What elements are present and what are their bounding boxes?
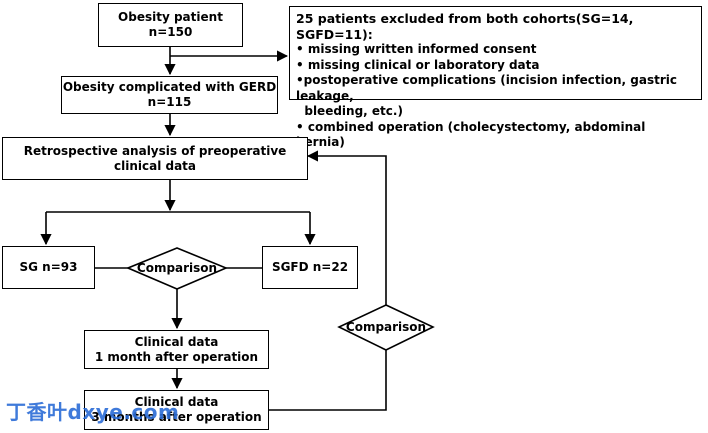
retrospective-line2: clinical data: [113, 158, 197, 173]
feedback-line: [269, 350, 387, 411]
gerd-label: Obesity complicated with GERD: [62, 80, 277, 94]
retrospective-analysis-box: Retrospective analysis of preoperative c…: [2, 137, 308, 180]
clinical-data-1-month-box: Clinical data 1 month after operation: [84, 330, 269, 369]
comparison-label-2: Comparison: [345, 320, 427, 334]
retrospective-line1: Retrospective analysis of preoperative: [23, 143, 287, 158]
clinical-data-3-months-box: Clinical data 3 months after operation: [84, 390, 269, 430]
arrow-feedback-to-retro: [306, 150, 387, 305]
watermark-logo: 丁香叶dxye.com: [6, 396, 179, 425]
month3-line2: 3 months after operation: [91, 410, 262, 424]
sgfd-label: SGFD n=22: [271, 260, 349, 274]
gerd-box: Obesity complicated with GERD n=115: [61, 76, 278, 114]
month1-line1: Clinical data: [134, 334, 219, 349]
exclusion-item: bleeding, etc.): [296, 104, 403, 118]
comparison-label-1: Comparison: [136, 261, 218, 275]
exclusion-title: 25 patients excluded from both cohorts(S…: [296, 11, 634, 42]
obesity-patient-box: Obesity patient n=150: [98, 3, 243, 47]
comparison-diamond-2: [337, 304, 435, 351]
sg-label: SG n=93: [19, 260, 78, 274]
sg-box: SG n=93: [2, 246, 95, 289]
month3-line1: Clinical data: [134, 395, 219, 409]
obesity-patient-count: n=150: [148, 25, 193, 39]
exclusion-item: • missing written informed consent: [296, 42, 537, 56]
sgfd-box: SGFD n=22: [262, 246, 358, 289]
month1-line2: 1 month after operation: [94, 349, 259, 364]
gerd-count: n=115: [147, 95, 192, 109]
exclusion-item: • combined operation (cholecystectomy, a…: [296, 119, 646, 150]
watermark-cn: 丁香叶: [6, 400, 68, 424]
watermark-en: dxye.com: [67, 400, 180, 424]
exclusion-box: 25 patients excluded from both cohorts(S…: [289, 6, 702, 149]
obesity-patient-label: Obesity patient: [118, 10, 223, 24]
exclusion-item: • missing clinical or laboratory data: [296, 57, 540, 72]
exclusion-item: •postoperative complications (incision i…: [296, 73, 678, 103]
